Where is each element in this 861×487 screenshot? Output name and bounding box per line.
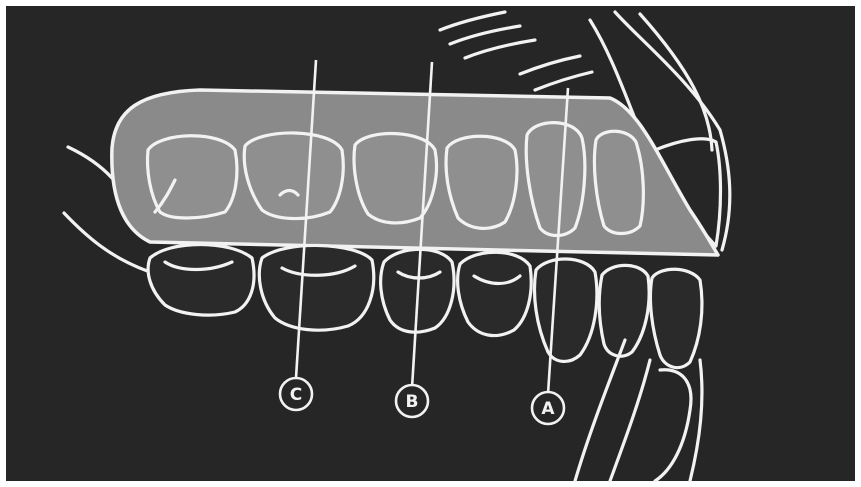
marker-c-label: C — [290, 385, 302, 405]
upper-tooth — [244, 133, 343, 219]
marker-a: A — [532, 392, 564, 424]
lower-tooth — [148, 245, 254, 316]
upper-tooth — [446, 136, 517, 228]
marker-b-label: B — [406, 392, 419, 412]
lower-tooth — [458, 252, 532, 335]
lower-tooth — [650, 269, 702, 367]
lower-tooth — [259, 245, 373, 330]
marker-a-label: A — [541, 399, 555, 419]
upper-tooth — [594, 131, 643, 233]
marker-c: C — [280, 378, 312, 410]
marker-b: B — [396, 385, 428, 417]
